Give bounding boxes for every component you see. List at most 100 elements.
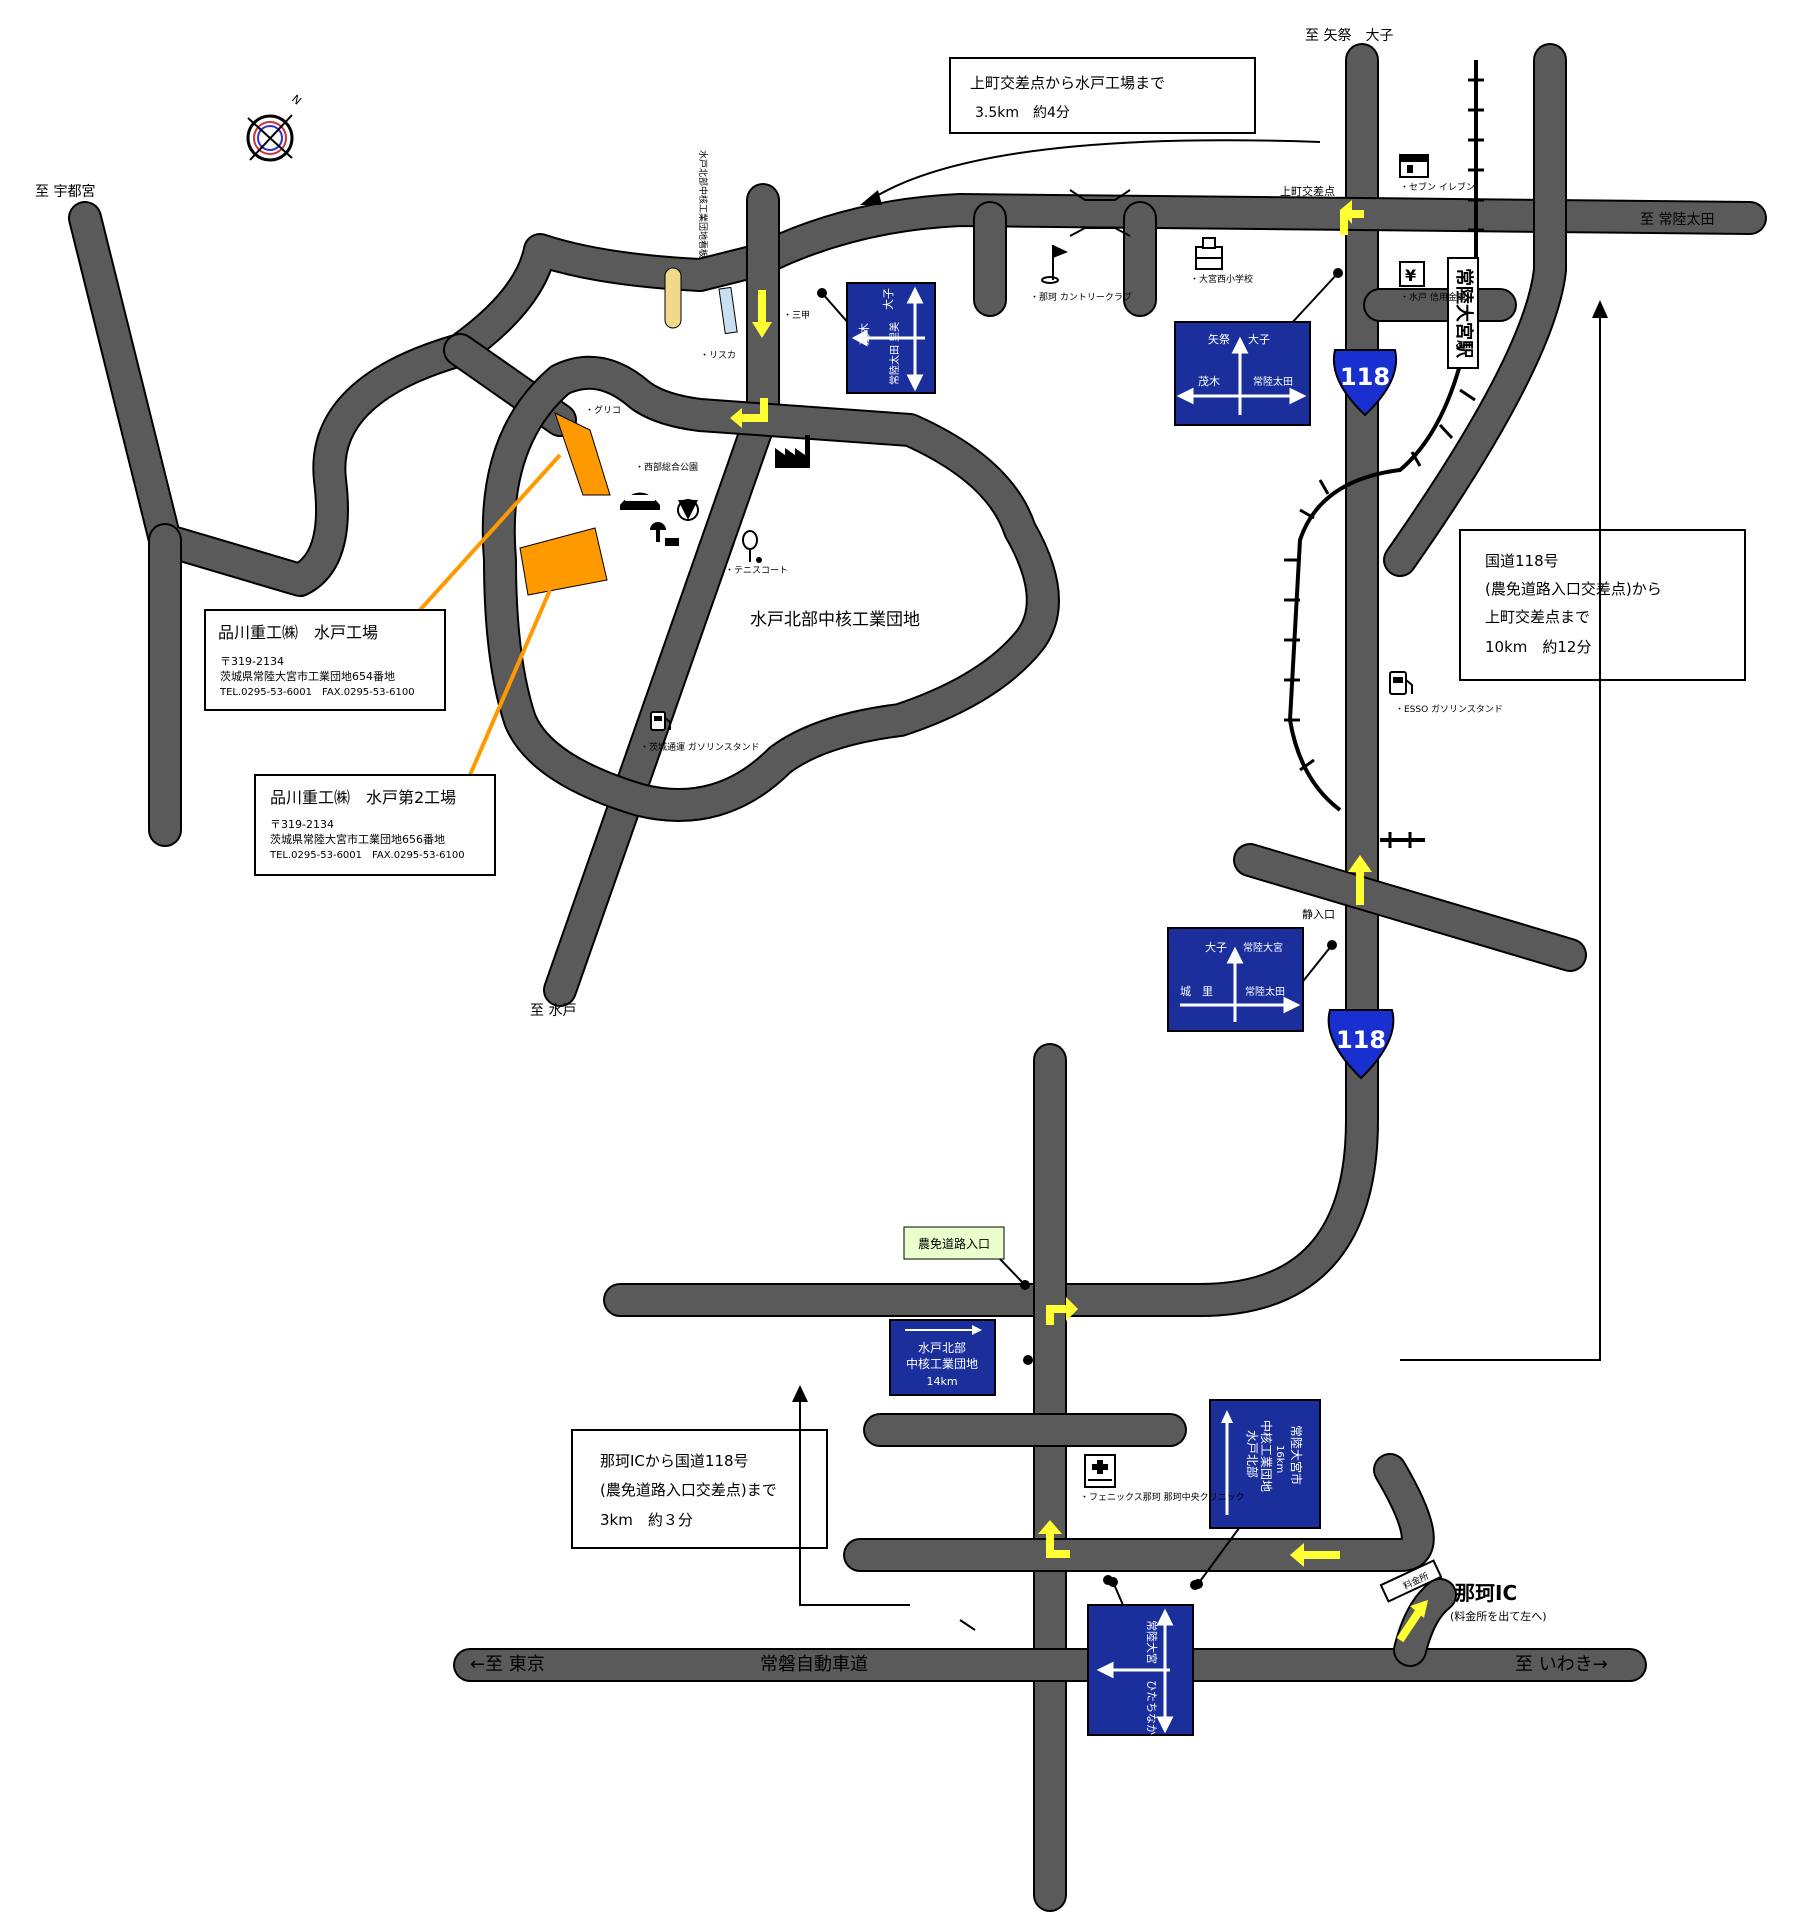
label-sanko: ・三甲 [783, 310, 810, 321]
sign-3-omiya: 常陸大宮 [1243, 941, 1283, 954]
label-to-utsunomiya: 至 宇都宮 [35, 184, 95, 200]
label-naka-ic: 那珂IC [1455, 1581, 1517, 1605]
info-box-2-line1: 国道118号 [1485, 552, 1559, 570]
label-risuka: ・リスカ [700, 350, 736, 361]
station-label-box: 常陸大宮駅 [1447, 257, 1479, 369]
sign-2-daigo: 大子 [1248, 332, 1270, 346]
factory-1-addr: 茨城県常陸大宮市工業団地654番地 [220, 669, 395, 683]
bank-icon: ¥ [1399, 261, 1425, 287]
label-to-mito: 至 水戸 [530, 1003, 576, 1019]
station-name: 常陸大宮駅 [1453, 268, 1475, 359]
road-sign-6: 常陸大宮 ひたちなか [1087, 1577, 1194, 1736]
factory-1-tel: TEL.0295-53-6001 FAX.0295-53-6100 [219, 687, 415, 698]
yellow-arrow-icon [1348, 855, 1372, 905]
railway [1284, 60, 1484, 848]
label-naka-ic-note: (料金所を出て左へ) [1450, 1609, 1547, 1623]
label-glico: ・グリコ [585, 404, 621, 416]
sign-6-hitachinaka: ひたちなか [1145, 1680, 1158, 1735]
sign-3-shiro: 城 里 [1180, 985, 1213, 998]
label-country-club: ・那珂 カントリークラブ [1030, 291, 1132, 303]
road-sign-4: 水戸北部 中核工業団地 14km [889, 1319, 1033, 1396]
sign-5-line2: 中核工業団地 [1259, 1420, 1274, 1492]
label-to-iwaki: 至 いわき→ [1515, 1654, 1608, 1675]
label-kamimachi: 上町交差点 [1280, 184, 1335, 198]
label-joban-expressway: 常磐自動車道 [760, 1654, 868, 1675]
road-sign-3: 大子 常陸大宮 城 里 常陸太田 [1167, 927, 1337, 1032]
yellow-arrow-icon [730, 398, 768, 428]
factory-1-name: 品川重工㈱ 水戸工場 [218, 623, 378, 642]
compass-icon: N [246, 92, 304, 162]
sign-4-line3: 14km [926, 1375, 957, 1388]
compass-north: N [289, 92, 304, 107]
route-118-label-2: 118 [1336, 1026, 1386, 1054]
info-box-3-line2: (農免道路入口交差点)まで [600, 1481, 777, 1499]
factory-icon [775, 435, 810, 468]
label-ibaraki-gas: ・茨城通運 ガソリンスタンド [640, 741, 760, 753]
sign-1-daigo: 大子 [881, 288, 895, 310]
label-esso-gas: ・ESSO ガソリンスタンド [1395, 704, 1503, 715]
info-box-3-line1: 那珂ICから国道118号 [600, 1452, 749, 1470]
sign-1-motegi: 茂木 [857, 323, 871, 345]
info-box-2-line3: 上町交差点まで [1485, 608, 1590, 626]
info-box-1-line2: 3.5km 約4分 [975, 105, 1070, 121]
info-box-2-line2: (農免道路入口交差点)から [1485, 580, 1662, 598]
sign-2-hitachiota: 常陸太田 [1253, 375, 1293, 388]
sign-6-omiya: 常陸大宮 [1145, 1620, 1159, 1664]
gas-station-icon [1389, 671, 1413, 695]
yellow-arrow-icon [1290, 1543, 1340, 1567]
label-seibu-park: ・西部総合公園 [635, 461, 698, 473]
yellow-arrow-icon [1046, 1297, 1078, 1325]
sign-3-daigo: 大子 [1205, 940, 1227, 954]
store-icon [1399, 154, 1429, 178]
tennis-icon [742, 530, 762, 563]
label-shinkin: ・水戸 信用金庫 [1400, 291, 1466, 303]
sign-4-line2: 中核工業団地 [906, 1356, 978, 1371]
sign-post-icon [664, 267, 738, 335]
yellow-arrow-icon [1340, 200, 1364, 235]
factory-2-name: 品川重工㈱ 水戸第2工場 [270, 788, 456, 807]
factory-1: 品川重工㈱ 水戸工場 〒319-2134 茨城県常陸大宮市工業団地654番地 T… [204, 412, 611, 711]
park-stadium-icon [620, 492, 699, 546]
sign-1-satomi: 常陸太田 里美 [888, 322, 901, 385]
sign-5-line3: 16km [1274, 1445, 1285, 1473]
road-network [68, 43, 1767, 1912]
factory-2: 品川重工㈱ 水戸第2工場 〒319-2134 茨城県常陸大宮市工業団地656番地… [254, 527, 608, 876]
sign-4-line1: 水戸北部 [918, 1340, 966, 1355]
label-to-tokyo: ←至 東京 [470, 1654, 545, 1675]
hospital-icon [1084, 1454, 1116, 1488]
factory-2-tel: TEL.0295-53-6001 FAX.0295-53-6100 [269, 850, 465, 861]
text-labels: 至 矢祭 大子 至 宇都宮 至 常陸太田 至 水戸 ←至 東京 至 いわき→ 常… [35, 28, 1714, 1675]
route-118-shield-1: 118 [1332, 349, 1398, 417]
sign-5-line1: 水戸北部 [1245, 1430, 1260, 1478]
factory-2-zip: 〒319-2134 [270, 818, 334, 831]
yellow-arrow-icon [1396, 1600, 1428, 1643]
sign-5-line4: 常陸大宮市 [1289, 1425, 1304, 1485]
info-box-3: 那珂ICから国道118号 (農免道路入口交差点)まで 3km 約３分 [571, 1385, 910, 1606]
label-school: ・大宮西小学校 [1190, 273, 1253, 285]
factory-1-zip: 〒319-2134 [220, 655, 284, 668]
sign-3-hitachiota: 常陸太田 [1245, 985, 1285, 998]
factory-2-addr: 茨城県常陸大宮市工業団地656番地 [270, 832, 445, 846]
label-phoenix-clinic: ・フェニックス那珂 那珂中央クリニック [1080, 1491, 1245, 1503]
road-sign-5: 水戸北部 中核工業団地 16km 常陸大宮市 [1193, 1399, 1321, 1589]
label-seven-eleven: ・セブン イレブン [1400, 181, 1475, 193]
info-box-2: 国道118号 (農免道路入口交差点)から 上町交差点まで 10km 約12分 [1400, 300, 1746, 1361]
label-to-hitachiota: 至 常陸太田 [1640, 212, 1714, 228]
info-box-2-line4: 10km 約12分 [1485, 638, 1591, 656]
label-tennis: ・テニスコート [725, 565, 788, 576]
info-box-1: 上町交差点から水戸工場まで 3.5km 約4分 [860, 57, 1321, 205]
sign-2-motegi: 茂木 [1198, 374, 1220, 388]
route-118-label-1: 118 [1340, 363, 1390, 391]
route-118-shield-2: 118 [1327, 1009, 1395, 1080]
label-to-yamatsuri: 至 矢祭 大子 [1305, 28, 1393, 44]
svg-text:¥: ¥ [1405, 266, 1416, 285]
golf-flag-icon [1041, 245, 1068, 284]
label-park-signboard: 水戸北部中核工業団地看板 [697, 150, 709, 258]
yellow-arrow-icon [1038, 1520, 1070, 1558]
nomen-entrance-label: 農免道路入口 [918, 1236, 990, 1251]
label-shizu-iriguchi: 静入口 [1302, 907, 1335, 921]
yellow-arrow-icon [752, 290, 772, 338]
gas-station-icon [650, 711, 671, 731]
school-icon [1195, 237, 1223, 270]
